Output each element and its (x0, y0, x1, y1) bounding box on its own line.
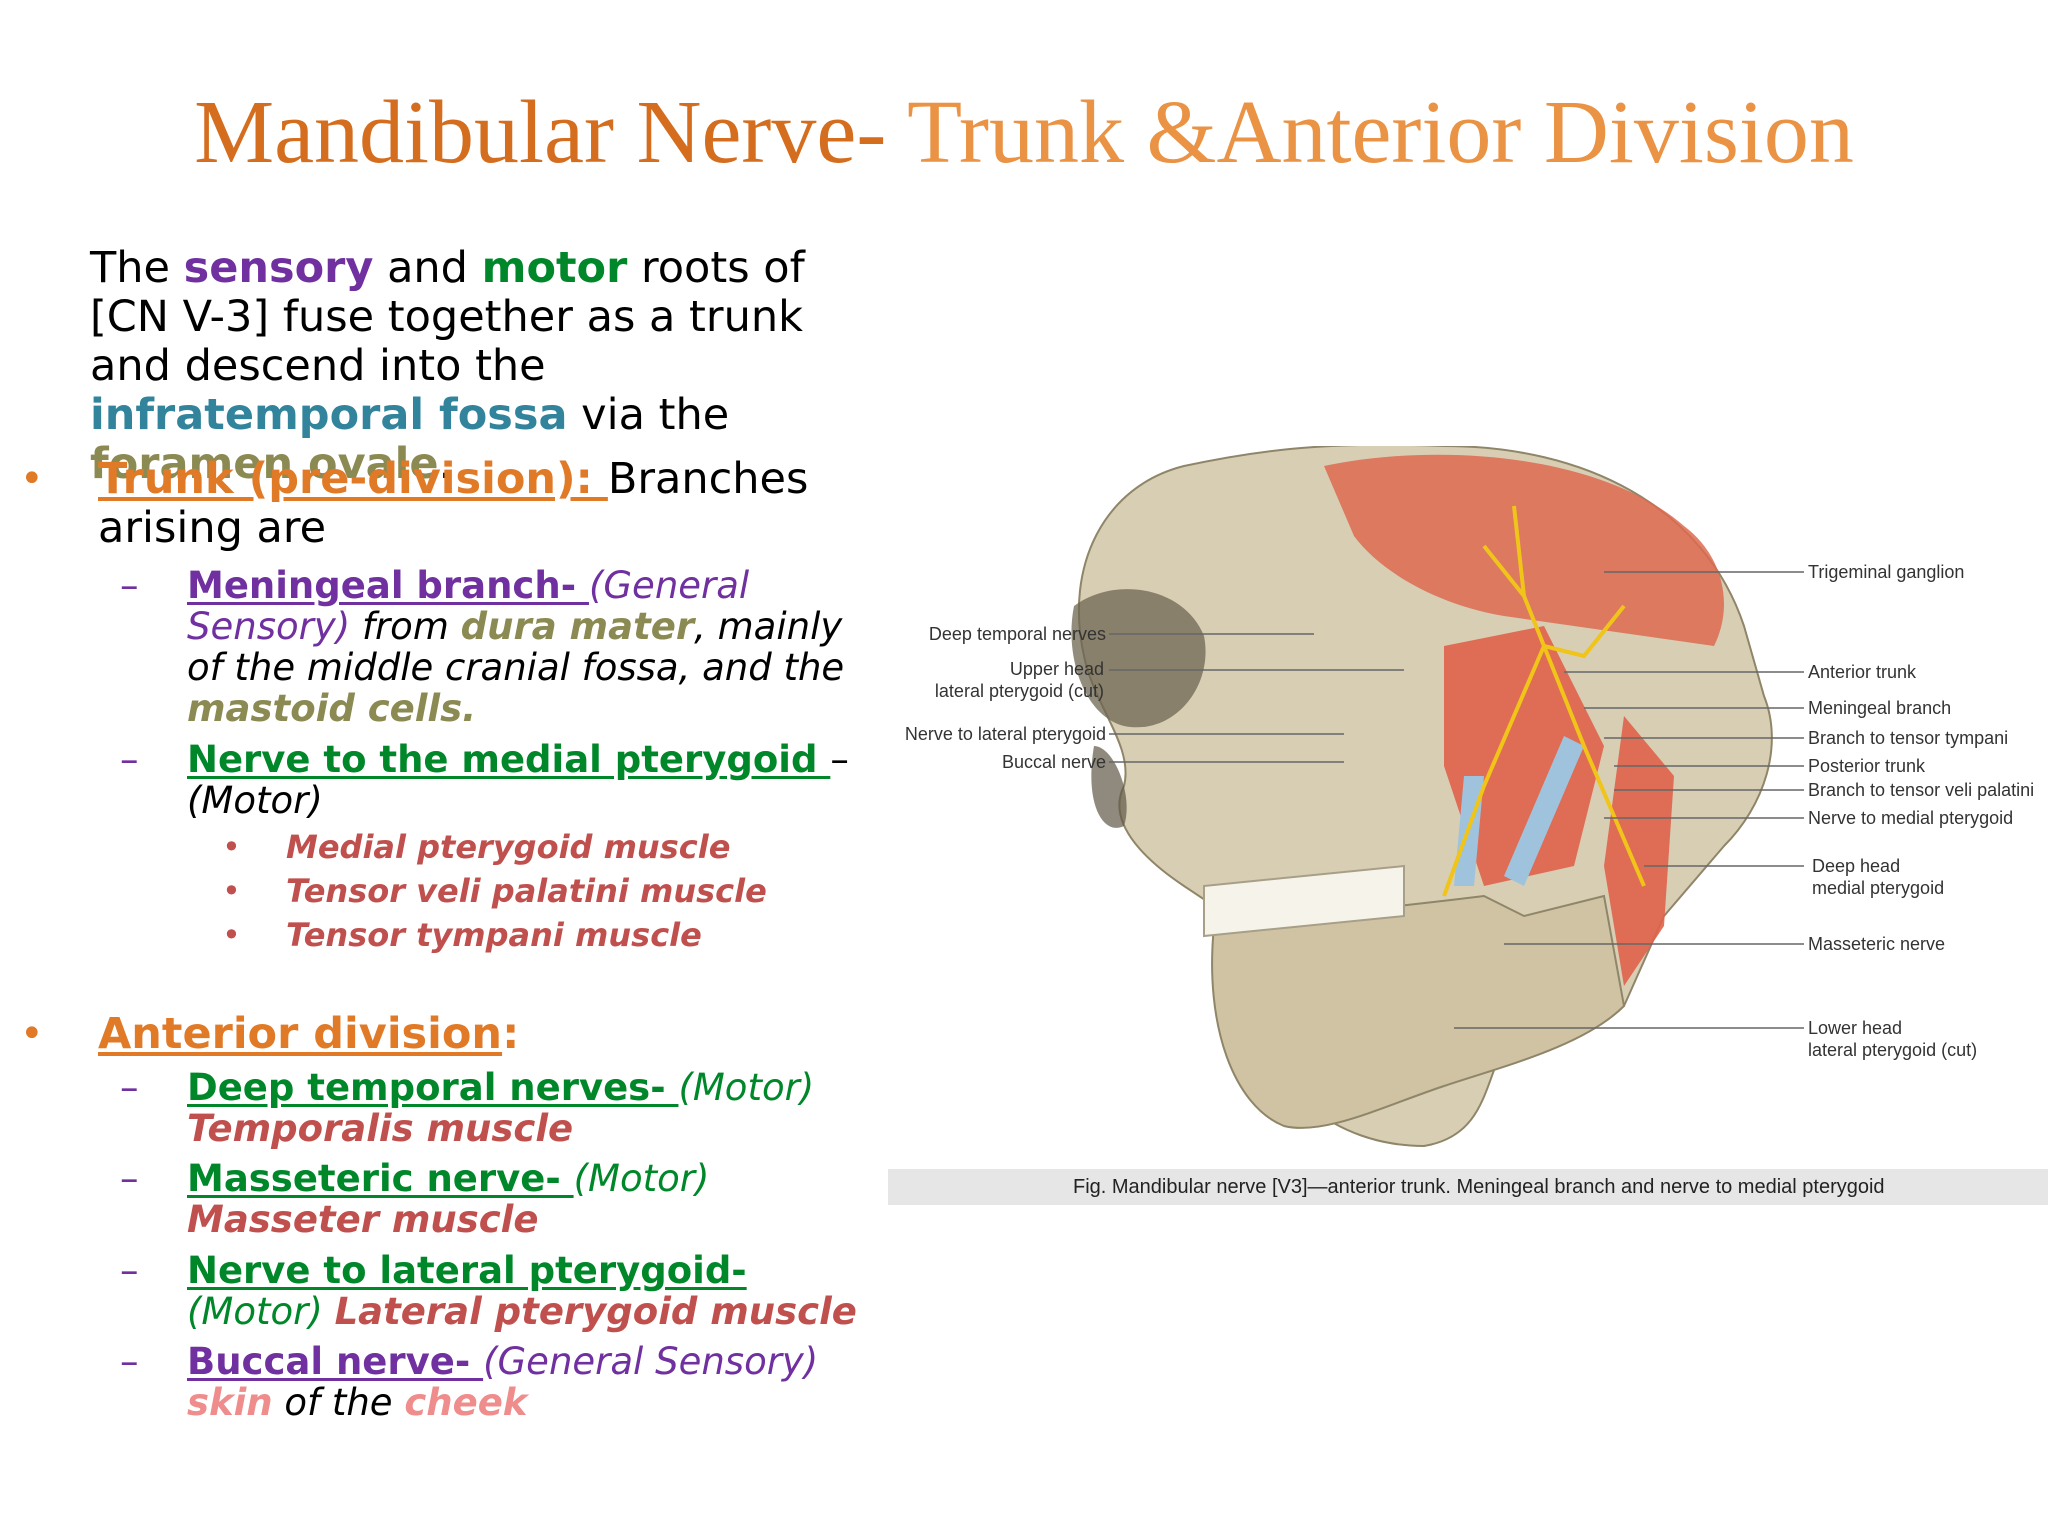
anterior-colon: : (502, 1009, 520, 1059)
nerve-target: Temporalis muscle (187, 1107, 574, 1150)
label-lower-head: Lower head (1808, 1018, 1902, 1038)
label-masseteric-nerve: Masseteric nerve (1808, 934, 1945, 954)
meningeal-name: Meningeal branch- (187, 564, 589, 607)
title-part-2: Trunk &Anterior Division (886, 83, 1854, 182)
muscle-text: Tensor veli palatini muscle (286, 872, 767, 910)
anterior-heading: Anterior division (98, 1009, 503, 1059)
meningeal-text: from (361, 605, 461, 648)
nerve-target: Lateral pterygoid muscle (334, 1290, 857, 1333)
dash: – (120, 1157, 139, 1200)
label-nerve-to-lateral-pterygoid: Nerve to lateral pterygoid (905, 724, 1106, 744)
medial-type: (Motor) (187, 779, 323, 822)
term-cheek: cheek (404, 1381, 528, 1424)
label-nerve-to-medial-pterygoid: Nerve to medial pterygoid (1808, 808, 2013, 828)
label-posterior-trunk: Posterior trunk (1808, 756, 1926, 776)
meningeal-text: , mainly of the middle cranial fossa, an… (187, 605, 845, 689)
nerve-type: (Motor) (678, 1066, 815, 1109)
dash: – (120, 564, 139, 607)
intro-paragraph: The sensory and motor roots of [CN V-3] … (90, 244, 860, 489)
term-mastoid-cells: mastoid cells. (187, 687, 477, 730)
label-lateral-pterygoid-cut-lower: lateral pterygoid (cut) (1808, 1040, 1977, 1060)
label-medial-pterygoid: medial pterygoid (1812, 878, 1944, 898)
intro-text: The (90, 243, 184, 293)
dash: – (120, 1249, 139, 1292)
bullet-dot: • (222, 916, 241, 954)
figure-caption: Fig. Mandibular nerve [V3]—anterior trun… (888, 1169, 2048, 1205)
buccal-text: of the (284, 1381, 405, 1424)
dash: – (120, 1066, 139, 1109)
dash: – (120, 738, 139, 781)
medial-dash: – (830, 738, 849, 781)
label-anterior-trunk: Anterior trunk (1808, 662, 1917, 682)
intro-text: and (373, 243, 482, 293)
intro-text: via the (567, 390, 730, 440)
label-upper-head: Upper head (1010, 659, 1104, 679)
label-deep-temporal-nerves: Deep temporal nerves (929, 624, 1106, 644)
bullet-dot: • (20, 456, 44, 502)
label-trigeminal-ganglion: Trigeminal ganglion (1808, 562, 1964, 582)
meningeal-type: (General Sensory) (187, 564, 750, 648)
anatomy-figure: Deep temporal nerves Upper head lateral … (884, 443, 2048, 1206)
bullet-dot: • (20, 1011, 44, 1057)
label-meningeal-branch: Meningeal branch (1808, 698, 1951, 718)
trunk-heading: Trunk (pre-division): (98, 454, 608, 504)
muscle-text: Medial pterygoid muscle (286, 828, 731, 866)
bullet-dot: • (222, 828, 241, 866)
label-lateral-pterygoid-cut: lateral pterygoid (cut) (935, 681, 1104, 701)
label-deep-head: Deep head (1812, 856, 1900, 876)
term-infratemporal-fossa: infratemporal fossa (90, 390, 568, 440)
nerve-name: Nerve to lateral pterygoid- (187, 1249, 747, 1292)
nerve-name: Masseteric nerve- (187, 1157, 574, 1200)
muscle-text: Tensor tympani muscle (286, 916, 702, 954)
nerve-type: (Motor) (187, 1290, 323, 1333)
nerve-type: (Motor) (573, 1157, 710, 1200)
dash: – (120, 1340, 139, 1383)
medial-name: Nerve to the medial pterygoid (187, 738, 831, 781)
label-branch-tensor-tympani: Branch to tensor tympani (1808, 728, 2008, 748)
label-buccal-nerve: Buccal nerve (1002, 752, 1106, 772)
term-dura-mater: dura mater (460, 605, 695, 648)
slide-title: Mandibular Nerve- Trunk &Anterior Divisi… (0, 78, 2048, 188)
caption-text: Fig. Mandibular nerve [V3]—anterior trun… (1073, 1176, 1885, 1198)
trunk-text: Branches arising are (98, 454, 809, 553)
nerve-name: Deep temporal nerves- (187, 1066, 679, 1109)
nerve-type: (General Sensory) (483, 1340, 819, 1383)
nerve-target: Masseter muscle (187, 1198, 539, 1241)
intro-text: . (438, 439, 453, 489)
title-part-1: Mandibular Nerve- (194, 83, 887, 182)
term-foramen-ovale: foramen ovale (90, 439, 439, 489)
term-motor: motor (481, 243, 628, 293)
bullet-dot: • (222, 872, 241, 910)
skull-illustration: Deep temporal nerves Upper head lateral … (905, 443, 2034, 1148)
intro-text: roots of [CN V-3] fuse together as a tru… (90, 243, 805, 391)
term-skin: skin (187, 1381, 273, 1424)
label-branch-tensor-veli-palatini: Branch to tensor veli palatini (1808, 780, 2034, 800)
term-sensory: sensory (183, 243, 374, 293)
nerve-name: Buccal nerve- (187, 1340, 484, 1383)
